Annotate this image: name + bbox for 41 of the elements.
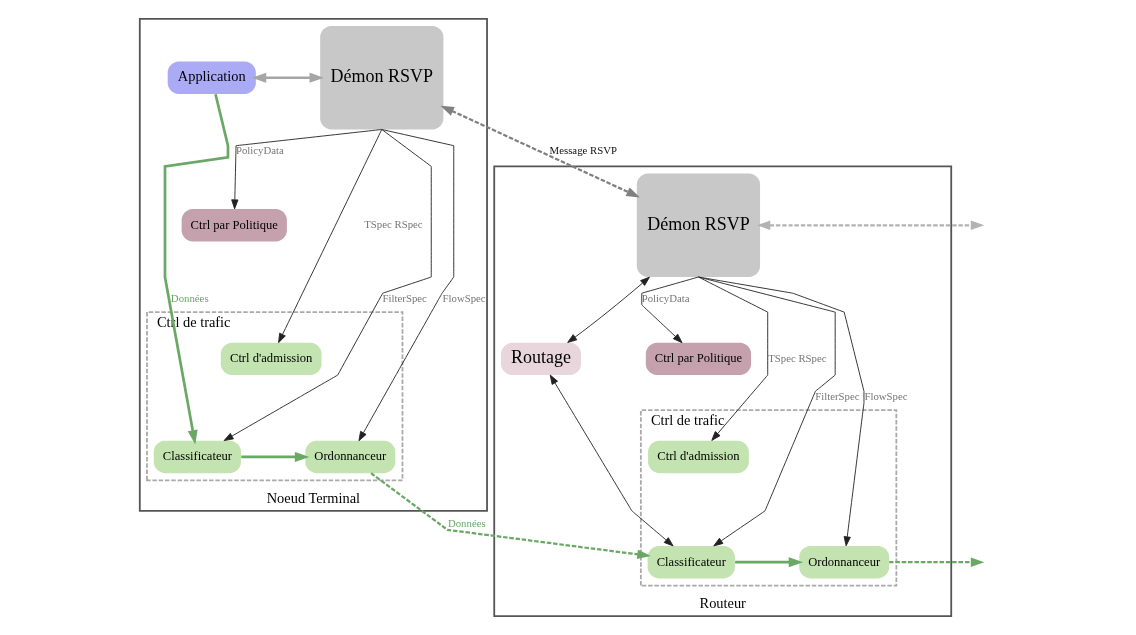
node-box: Ctrl d'admission — [648, 440, 749, 474]
arrow — [440, 105, 640, 198]
arrow — [251, 72, 324, 83]
edge-label: Données — [447, 516, 486, 529]
edge-label: FilterSpec — [382, 291, 427, 304]
edge-label: Message RSVP — [549, 144, 617, 157]
arrow — [549, 374, 674, 547]
arrow — [241, 451, 310, 462]
arrow — [223, 129, 432, 442]
node-box: Démon RSVP — [636, 173, 761, 277]
node-box: Classificateur — [153, 440, 241, 474]
edge-label: TSpec RSpec — [364, 218, 423, 231]
arrow — [641, 276, 699, 344]
arrow — [888, 557, 985, 567]
arrow — [163, 93, 230, 445]
arrow — [358, 129, 455, 442]
arrow — [278, 129, 383, 344]
arrow — [735, 557, 804, 568]
arrow — [370, 472, 651, 559]
arrow — [698, 276, 769, 441]
edge-label: TSpec RSpec — [768, 351, 827, 364]
edge-label: FlowSpec — [442, 291, 486, 304]
edge-label: Données — [170, 291, 209, 304]
node-box: Ordonnanceur — [799, 546, 890, 579]
edge-label: PolicyData — [235, 144, 284, 157]
node-box: Ctrl par Politique — [645, 342, 752, 376]
node-box: Ctrl d'admission — [220, 342, 322, 376]
arrow — [756, 220, 985, 231]
node-box: Routage — [501, 342, 582, 376]
arrow — [231, 129, 383, 210]
edge-label: FilterSpec — [815, 389, 860, 402]
node-box: Classificateur — [647, 546, 735, 579]
arrow — [698, 276, 836, 547]
node-box: Ordonnanceur — [305, 440, 396, 474]
node-box: Application — [167, 61, 256, 94]
node-box: Démon RSVP — [320, 26, 444, 130]
edge-label: FlowSpec — [864, 389, 908, 402]
node-box: Ctrl par Politique — [181, 209, 287, 242]
arrow — [567, 276, 650, 343]
edge-label: PolicyData — [641, 291, 690, 304]
arrow — [698, 276, 865, 547]
